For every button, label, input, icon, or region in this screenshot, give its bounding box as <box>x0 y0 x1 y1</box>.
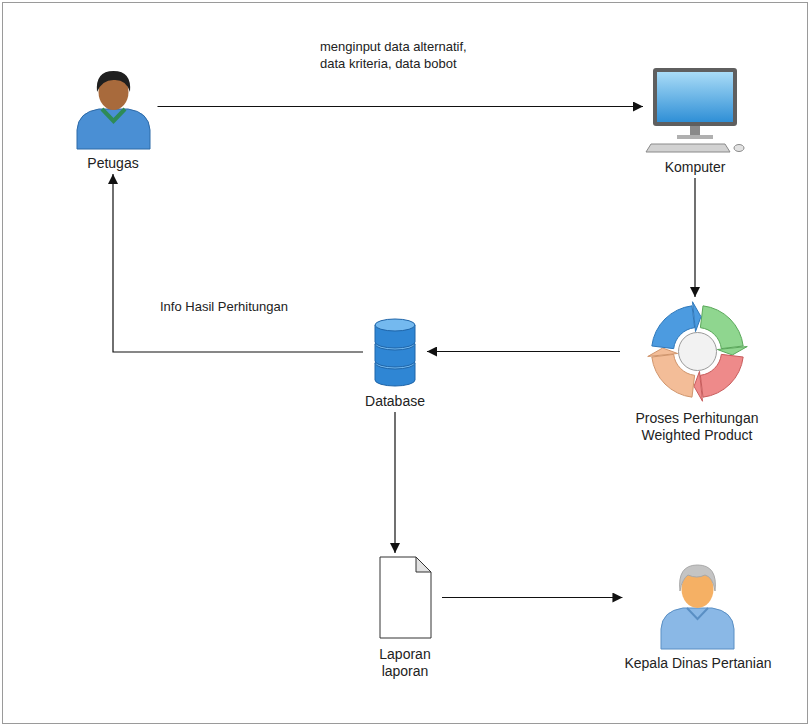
process-node: Proses Perhitungan Weighted Product <box>620 297 774 446</box>
cycle-icon <box>645 299 750 404</box>
monitor-bezel <box>653 68 737 126</box>
node-label: Komputer <box>665 159 726 176</box>
database-node: Database <box>363 315 427 412</box>
hair <box>96 71 129 92</box>
monitor-screen <box>657 72 733 122</box>
cycle-group <box>647 302 747 402</box>
flow-arrow <box>694 178 695 297</box>
edge-label: Info Hasil Perhitungan <box>158 298 290 315</box>
document-node: Laporan laporan <box>368 553 442 682</box>
collar <box>102 109 125 121</box>
stand <box>690 126 700 136</box>
cycle-arrowhead <box>694 371 702 401</box>
body <box>77 109 150 149</box>
node-label: Database <box>365 393 425 410</box>
hair <box>680 565 716 591</box>
frame-border <box>3 3 808 724</box>
node-label: Proses Perhitungan Weighted Product <box>622 410 772 444</box>
document-page <box>380 557 431 638</box>
flow-arrow <box>394 412 395 553</box>
actor-node: Petugas <box>69 62 158 174</box>
stand-base <box>677 135 713 139</box>
flow-arrow <box>442 597 622 598</box>
person-icon <box>71 64 156 149</box>
collar <box>687 608 708 619</box>
cycle-arrowhead <box>692 302 700 332</box>
db-icon <box>370 317 420 387</box>
computer-icon <box>645 68 745 153</box>
flow-arrow <box>427 351 620 352</box>
node-label: Kepala Dinas Pertanian <box>624 655 771 672</box>
edge-label: menginput data alternatif, data kriteria… <box>318 38 497 72</box>
document-fold <box>416 557 431 572</box>
node-label: Petugas <box>87 155 138 172</box>
doc-icon <box>378 555 433 640</box>
cycle-arrowhead <box>647 348 677 356</box>
computer-node: Komputer <box>643 66 747 178</box>
db-disk-top <box>375 319 415 331</box>
oldman-icon <box>655 559 740 649</box>
keyboard <box>646 144 730 152</box>
cycle-arrowhead <box>717 347 747 355</box>
flow-arrow <box>113 174 363 352</box>
body <box>661 608 734 649</box>
node-label: Laporan laporan <box>370 646 440 680</box>
flow-arrow <box>158 106 644 107</box>
actor-node: Kepala Dinas Pertanian <box>622 557 773 674</box>
mouse <box>734 145 744 152</box>
cycle-center <box>678 333 716 371</box>
